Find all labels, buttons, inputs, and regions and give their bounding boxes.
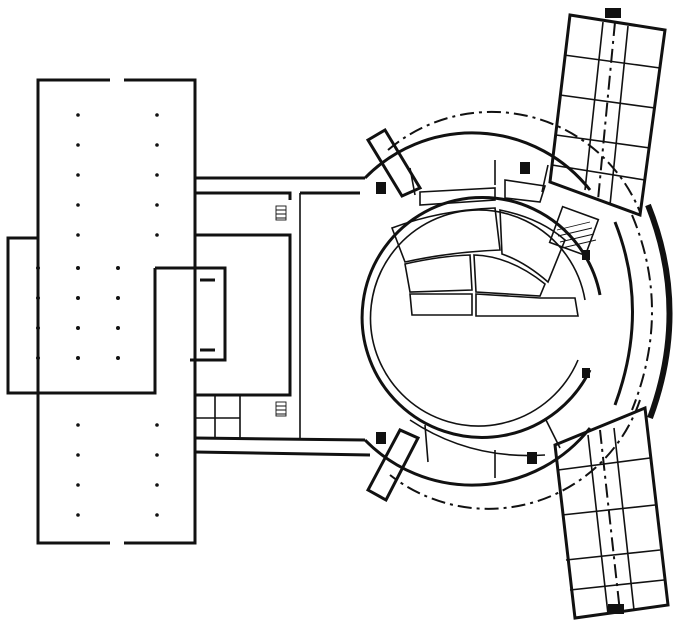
service-block (376, 182, 386, 194)
northeast-wing (548, 8, 667, 218)
north-opening (110, 78, 124, 83)
rotunda (360, 110, 673, 510)
service-block (520, 162, 530, 174)
east-facade-glazing (645, 203, 673, 420)
north-stair (275, 205, 287, 221)
south-corridor (194, 436, 371, 457)
northeast-stair-head (605, 8, 621, 18)
service-block (527, 452, 537, 464)
east-facade-inner (613, 221, 634, 406)
auditorium-inner-wall (369, 209, 586, 427)
southeast-wing-outline (553, 405, 670, 620)
west-wing (6, 78, 197, 545)
entrance-bay (190, 266, 227, 362)
south-lobby-rooms (194, 395, 241, 438)
stage-hatch (548, 205, 600, 257)
lobby-connector (190, 176, 371, 457)
north-corridor (195, 176, 365, 200)
east-facade-axis (631, 214, 653, 411)
south-opening (110, 540, 124, 545)
seating (390, 179, 579, 317)
west-wing-columns (36, 113, 159, 517)
lobby-block (195, 233, 292, 397)
southeast-wing (553, 405, 670, 620)
west-wing-outline (6, 78, 197, 545)
northeast-wing-bays (551, 54, 661, 181)
service-block (582, 250, 590, 260)
south-ring-rooms (409, 417, 561, 478)
southeast-wing-axis (599, 429, 621, 613)
southeast-stair-head (608, 604, 624, 614)
outer-shell (363, 131, 592, 487)
south-ramp (365, 428, 421, 503)
south-stair (275, 401, 287, 417)
west-wing-inner-court (36, 238, 195, 395)
service-block (582, 368, 590, 378)
auditorium-wall (360, 195, 602, 439)
northeast-wing-axis (597, 21, 616, 201)
southeast-wing-bays (557, 457, 665, 591)
northeast-wing-outline (548, 13, 667, 218)
service-block (376, 432, 386, 444)
north-ramp (365, 127, 423, 198)
